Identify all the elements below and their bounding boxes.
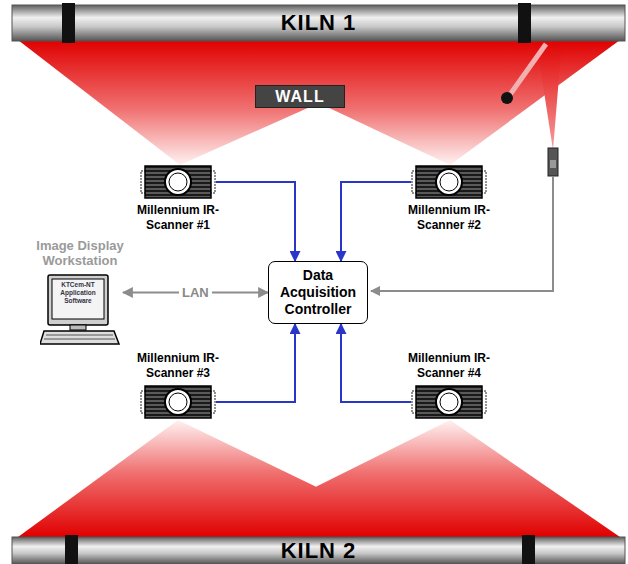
controller-box: Data Acquisition Controller — [268, 261, 368, 324]
scanner-icon — [411, 163, 487, 201]
wall-label: WALL — [275, 88, 324, 106]
scanner-icon — [411, 383, 487, 421]
ir-scanner: Millennium IR-Scanner #2 — [399, 161, 499, 233]
kiln-tire — [518, 3, 531, 43]
scanner-icon — [140, 163, 216, 201]
probe-rod — [509, 44, 546, 96]
connector — [341, 182, 411, 261]
connector — [216, 182, 295, 261]
wall-block: WALL — [255, 85, 345, 108]
probe-tip — [501, 92, 513, 104]
pyrometer — [550, 160, 556, 168]
scanner-label: Millennium IR-Scanner #1 — [133, 203, 223, 233]
kiln-tire — [65, 535, 78, 564]
ir-scanner: Millennium IR-Scanner #1 — [128, 161, 228, 233]
kiln-tire — [62, 3, 75, 43]
workstation: Image Display WorkstationKTCem-NT Applic… — [30, 238, 130, 346]
connector — [216, 324, 295, 402]
screen-text: KTCem-NT Application Software — [53, 281, 103, 305]
edge-label: LAN — [179, 285, 212, 300]
scanner-label: Millennium IR-Scanner #3 — [133, 351, 223, 381]
scanner-icon — [140, 383, 216, 421]
scan-cone — [215, 420, 620, 537]
kiln-band: KILN 2 — [12, 537, 625, 564]
scanner-label: Millennium IR-Scanner #4 — [404, 351, 494, 381]
kiln-band: KILN 1 — [12, 5, 625, 41]
scanner-label: Millennium IR-Scanner #2 — [404, 203, 494, 233]
scan-cone — [185, 40, 620, 165]
ir-scanner: Millennium IR-Scanner #4 — [399, 351, 499, 423]
kiln-label: KILN 1 — [281, 10, 357, 36]
computer-icon: KTCem-NT Application Software — [40, 274, 120, 346]
pyrometer — [548, 148, 558, 176]
ir-scanner: Millennium IR-Scanner #3 — [128, 351, 228, 423]
connector — [341, 324, 411, 402]
kiln-shell — [12, 5, 625, 41]
workstation-label: Image Display Workstation — [30, 238, 130, 268]
kiln-tire — [522, 535, 535, 564]
ctrl-label: Data Acquisition Controller — [273, 267, 363, 318]
kiln-label: KILN 2 — [281, 538, 357, 564]
